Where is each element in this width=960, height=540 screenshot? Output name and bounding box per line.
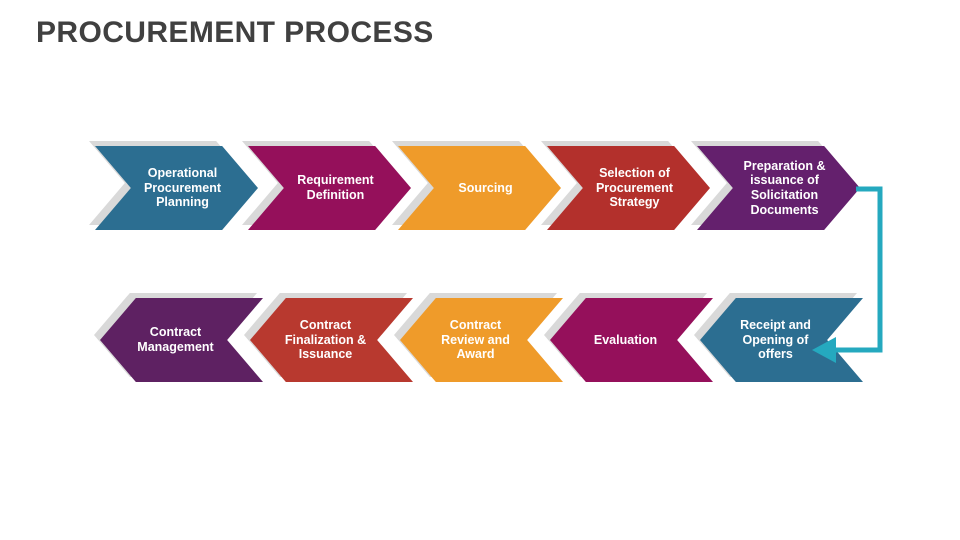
process-step-evaluation[interactable]: Evaluation xyxy=(544,293,713,382)
process-row-bottom: Contract Management Contract Finalizatio… xyxy=(0,293,960,384)
step-label: Receipt and Opening of offers xyxy=(740,317,811,362)
page-title: PROCUREMENT PROCESS xyxy=(36,16,434,49)
step-label: Sourcing xyxy=(458,180,513,195)
process-step-requirement-definition[interactable]: Requirement Definition xyxy=(242,141,411,230)
process-step-contract-management[interactable]: Contract Management xyxy=(94,293,263,382)
process-step-selection-of-procurement-strategy[interactable]: Selection of Procurement Strategy xyxy=(541,141,710,230)
step-label: Contract Review and Award xyxy=(441,317,510,362)
process-step-preparation-issuance-of-solicitation-documents[interactable]: Preparation & issuance of Solicitation D… xyxy=(691,141,860,230)
process-row-top: Operational Procurement Planning Require… xyxy=(0,141,960,232)
step-label: Selection of Procurement Strategy xyxy=(595,165,674,210)
process-step-contract-finalization-issuance[interactable]: Contract Finalization & Issuance xyxy=(244,293,413,382)
process-step-contract-review-and-award[interactable]: Contract Review and Award xyxy=(394,293,563,382)
step-label: Evaluation xyxy=(593,332,658,347)
step-label: Requirement Definition xyxy=(297,173,374,202)
step-label: Contract Management xyxy=(137,325,214,354)
process-step-receipt-and-opening-of-offers[interactable]: Receipt and Opening of offers xyxy=(694,293,863,382)
step-label: Operational Procurement Planning xyxy=(143,165,222,210)
step-label: Contract Finalization & Issuance xyxy=(284,317,367,362)
process-step-sourcing[interactable]: Sourcing xyxy=(392,141,561,230)
step-label: Preparation & issuance of Solicitation D… xyxy=(743,158,826,217)
process-step-operational-procurement-planning[interactable]: Operational Procurement Planning xyxy=(89,141,258,230)
